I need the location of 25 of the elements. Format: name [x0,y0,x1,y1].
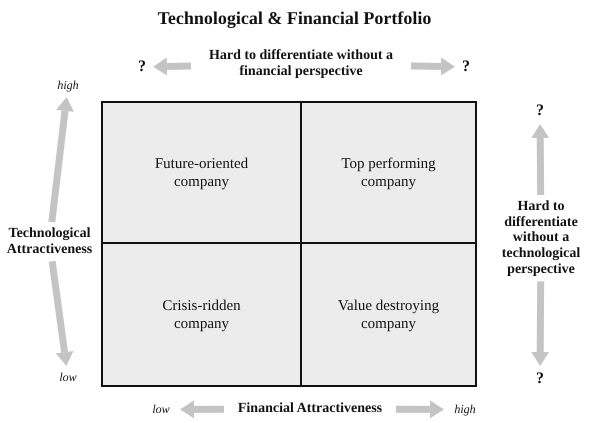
quadrant-box: Crisis-ridden company [101,242,302,387]
axis-label: Financial Attractiveness [228,401,392,417]
axis-label: Technological Attractiveness [0,226,99,258]
scale-label: high [50,78,86,93]
arrow [48,96,74,222]
question-mark: ? [533,102,547,120]
scale-label: low [50,370,86,385]
scale-label: high [448,402,482,417]
scale-label: low [146,402,176,417]
question-mark: ? [533,370,547,388]
arrow [153,57,192,76]
arrow [396,400,444,418]
axis-label: Hard to differentiate without a technological perspective [493,199,589,278]
arrow [180,400,224,418]
question-mark: ? [135,58,149,76]
quadrant-box: Value destroying company [300,242,477,387]
quadrant-box: Future-oriented company [101,101,302,244]
question-mark: ? [459,58,473,76]
arrow [531,281,550,366]
arrow [531,124,550,196]
arrow [48,260,74,366]
quadrant-box: Top performing company [300,101,477,244]
axis-label: Hard to differentiate without a financial perspective [195,48,407,80]
title: Technological & Financial Portfolio [156,8,432,29]
arrow [410,58,455,76]
